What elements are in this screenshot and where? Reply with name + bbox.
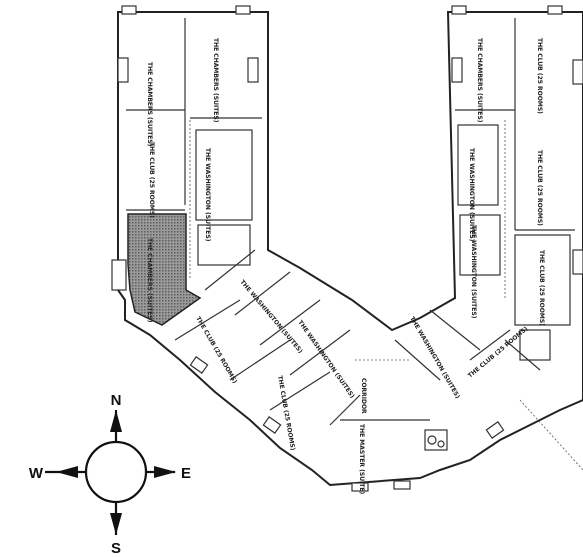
partition	[457, 124, 499, 206]
bay-detail	[121, 5, 137, 15]
unit-label: THE CLUB (25 ROOMS)	[536, 150, 543, 226]
west-arrow-icon	[56, 466, 78, 478]
unit-label: THE CLUB (25 ROOMS)	[148, 142, 155, 218]
partition	[195, 129, 253, 221]
compass-circle	[84, 440, 148, 504]
unit-label: THE CHAMBERS (SUITES)	[476, 38, 483, 123]
left-wing-wall	[117, 11, 583, 487]
unit-label: THE CHAMBERS (SUITES)	[212, 38, 219, 123]
compass-east-label: E	[181, 465, 191, 482]
bay-detail	[262, 416, 282, 434]
unit-label: THE CLUB (25 ROOMS)	[536, 38, 543, 114]
unit-label: THE CLUB (25 ROOMS)	[538, 250, 545, 326]
partition	[269, 371, 331, 411]
partition	[437, 440, 445, 448]
highlighted-unit	[127, 213, 202, 326]
bay-detail	[189, 356, 209, 374]
unit-label: THE MASTER (SUITE)	[358, 424, 365, 494]
unit-label: THE WASHINGTON (SUITES)	[204, 148, 211, 242]
partition	[197, 224, 251, 266]
partition	[204, 249, 256, 291]
partition	[329, 394, 361, 426]
partition	[469, 329, 511, 361]
partition	[424, 429, 448, 451]
north-arrow-icon	[110, 410, 122, 432]
compass-west-label: W	[29, 465, 44, 482]
partition	[429, 309, 481, 351]
unit-label: THE WASHINGTON (SUITES)	[470, 225, 477, 319]
partition	[504, 339, 541, 371]
south-arrow-icon	[110, 513, 122, 535]
unit-label: THE WASHINGTON (SUITES)	[468, 148, 475, 242]
bay-detail	[572, 59, 583, 85]
partition	[427, 435, 437, 445]
unit-label: THE CHAMBERS (SUITES)	[146, 238, 153, 323]
bay-detail	[235, 5, 251, 15]
bay-detail	[451, 5, 467, 15]
partition	[394, 339, 441, 381]
unit-label: CORRIDOR	[360, 378, 367, 414]
interior-partitions	[126, 18, 583, 471]
bay-detail	[451, 57, 463, 83]
partition	[459, 214, 501, 276]
partition	[229, 339, 291, 381]
compass-north-label: N	[111, 392, 122, 409]
partition	[519, 329, 551, 361]
compass-rose: N S E W	[29, 392, 191, 557]
partition	[289, 329, 351, 376]
compass-south-label: S	[111, 540, 121, 557]
partition	[514, 234, 571, 326]
bay-detail	[117, 57, 129, 83]
partition	[234, 271, 291, 316]
partition	[174, 299, 241, 341]
bay-detail	[547, 5, 563, 15]
bay-detail	[351, 482, 369, 492]
partition	[259, 299, 321, 346]
bay-detail	[393, 480, 411, 490]
east-arrow-icon	[154, 466, 176, 478]
unit-label: THE CHAMBERS (SUITES)	[146, 62, 153, 147]
bay-detail	[111, 259, 127, 291]
bay-detail	[247, 57, 259, 83]
bay-detail	[485, 421, 505, 439]
bay-detail	[572, 249, 583, 275]
